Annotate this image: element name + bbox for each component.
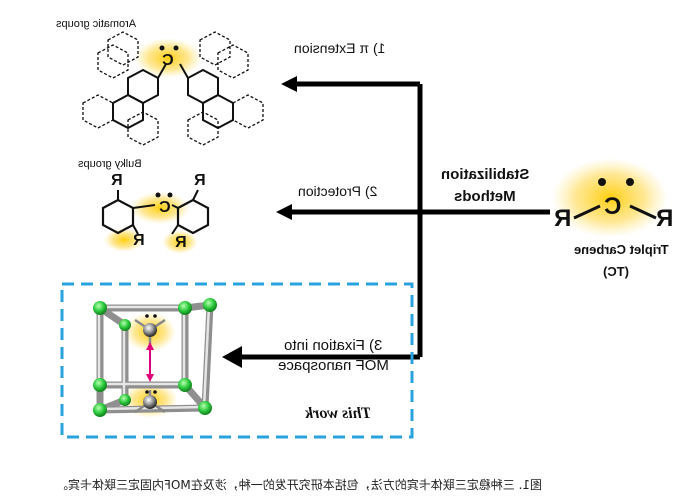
aromatic-carbon-label: C bbox=[162, 52, 174, 69]
tc-abbreviation: (TC) bbox=[603, 264, 629, 279]
bulky-r-top-left: R bbox=[111, 172, 123, 189]
fixation-label: 3) Fixation into MOF nanospace bbox=[277, 337, 389, 374]
arrow-head-protection bbox=[276, 204, 292, 220]
stabilization-methods-label: Stabilization Methods bbox=[440, 166, 530, 205]
triplet-carbene-structure bbox=[552, 158, 668, 238]
this-work-label: This work bbox=[305, 405, 372, 422]
arrow-system bbox=[238, 81, 550, 360]
mof-cube bbox=[93, 298, 217, 418]
arrow-head-pi-extension bbox=[281, 76, 297, 92]
aromatic-molecule bbox=[82, 31, 264, 146]
bulky-r-top-right: R bbox=[194, 172, 206, 189]
tc-r-left: R bbox=[554, 205, 572, 232]
tc-r-right: R bbox=[656, 205, 674, 232]
aromatic-groups-label: Aromatic groups bbox=[56, 18, 137, 30]
bulky-r-bottom-left: R bbox=[133, 232, 145, 249]
triplet-carbene-label: Triplet Carbene bbox=[573, 242, 669, 257]
figure-caption: 图1. 三种稳定三联体卡宾的方法，包括本研究开发的一种，涉及在MOF内固定三联体… bbox=[56, 478, 542, 492]
tc-carbon: C bbox=[604, 193, 622, 220]
bulky-carbon-label: C bbox=[159, 199, 171, 216]
bulky-molecule bbox=[101, 189, 210, 254]
bulky-groups-label: Bulky groups bbox=[78, 158, 142, 170]
pi-extension-label: 1) π Extension bbox=[294, 40, 386, 56]
protection-label: 2) Protection bbox=[298, 183, 378, 199]
this-work-box bbox=[60, 282, 414, 439]
arrow-head-fixation bbox=[222, 346, 242, 368]
bulky-r-bottom-right: R bbox=[175, 234, 187, 251]
